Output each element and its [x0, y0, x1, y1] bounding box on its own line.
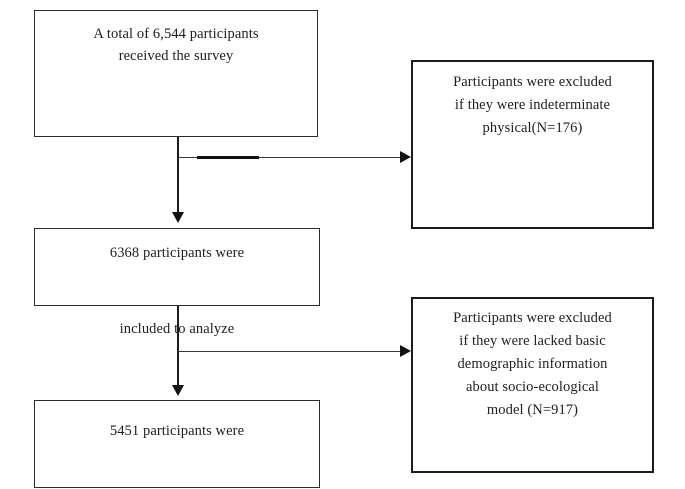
arrowhead-right-to-excluded1: [400, 151, 411, 163]
node-included-6368-label: 6368 participants were included to analy…: [109, 245, 245, 337]
node-total-participants-label: A total of 6,544 participants received t…: [93, 26, 259, 64]
connector-included1-to-excluded2: [178, 351, 404, 352]
connector-total-to-included1: [177, 137, 179, 215]
arrowhead-down-to-included2: [172, 385, 184, 396]
node-excluded-missing-demographics-label: Participants were excluded if they were …: [453, 310, 612, 418]
node-included-5451-label: 5451 participants were included to analy…: [109, 423, 245, 439]
connector-total-to-excluded1-overlap: [197, 156, 259, 159]
node-included-6368: 6368 participants were included to analy…: [34, 228, 320, 337]
connector-included1-to-included2: [177, 306, 179, 387]
connector-total-to-excluded1: [178, 157, 404, 158]
node-total-participants: A total of 6,544 participants received t…: [34, 10, 318, 137]
node-included-5451: 5451 participants were included to analy…: [34, 400, 320, 488]
node-excluded-indeterminate-physical-label: Participants were excluded if they were …: [453, 74, 612, 136]
arrowhead-down-to-included1: [172, 212, 184, 223]
node-excluded-missing-demographics: Participants were excluded if they were …: [411, 297, 654, 473]
node-excluded-indeterminate-physical: Participants were excluded if they were …: [411, 60, 654, 229]
arrowhead-right-to-excluded2: [400, 345, 411, 357]
